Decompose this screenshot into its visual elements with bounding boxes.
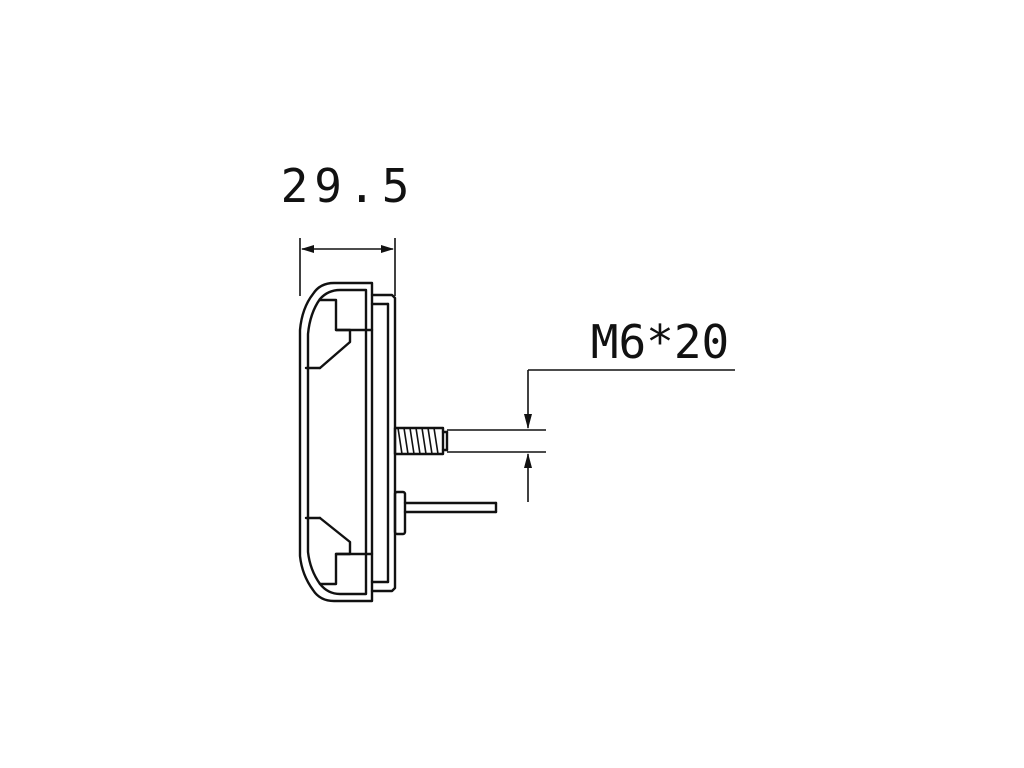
bolt-dimension: M6*20 [524, 315, 735, 502]
bolt-arrowhead-bottom [524, 453, 532, 468]
stud-thread-body [393, 426, 445, 456]
cable-outlet [393, 490, 498, 536]
bolt-label: M6*20 [591, 315, 729, 369]
lower-ridge [318, 516, 352, 586]
lamp-housing [298, 281, 397, 603]
arrowhead-left [301, 245, 314, 253]
lens-inner-profile [306, 288, 368, 596]
width-dimension: 29.5 [281, 159, 416, 296]
width-label: 29.5 [281, 159, 416, 213]
arrowhead-right [381, 245, 394, 253]
base-plate [370, 293, 397, 593]
threaded-stud [393, 426, 449, 456]
bolt-arrowhead-top [524, 414, 532, 429]
cable-gland [393, 490, 407, 536]
thread-hatching [397, 427, 439, 455]
lens-outer-profile [298, 281, 374, 603]
upper-ridge [318, 298, 352, 370]
